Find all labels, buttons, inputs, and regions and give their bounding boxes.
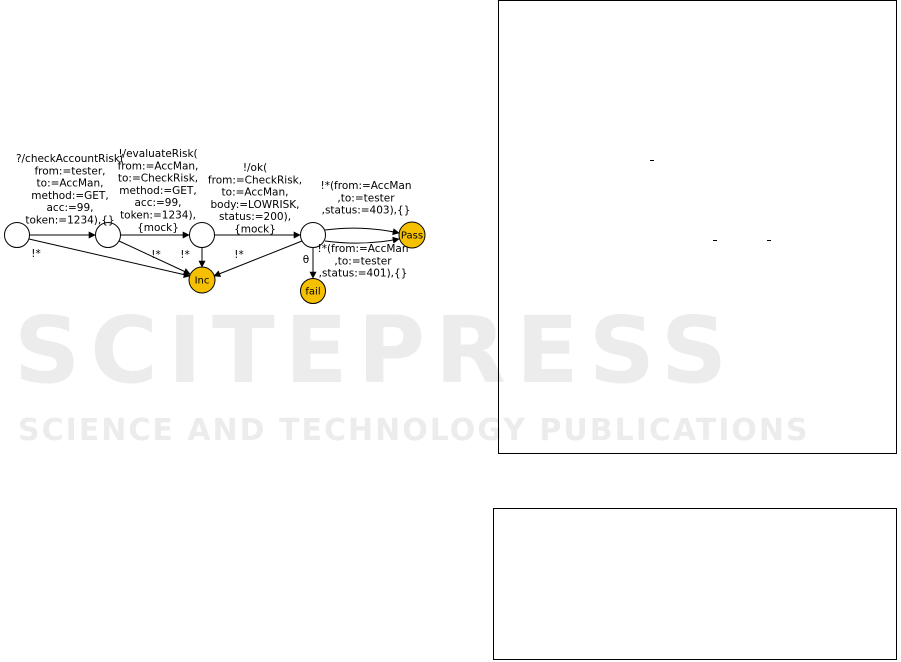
watermark-subtitle: SCIENCE AND TECHNOLOGY PUBLICATIONS	[18, 413, 810, 448]
transition-arrow-s3-pass	[324, 227, 400, 236]
underscore-mark	[767, 240, 771, 241]
state-node-s1	[95, 222, 121, 248]
transition-arrow-s3-inc	[213, 240, 303, 277]
transition-label-s1-s2: !/evaluateRisk(from:=AccMan,to:=CheckRis…	[118, 148, 199, 234]
transition-label-s3-inc: !*	[234, 249, 243, 261]
transition-label-s2-s3: !/ok(from:=CheckRisk,to:=AccMan,body:=LO…	[208, 162, 302, 236]
state-node-fail	[300, 278, 326, 304]
transition-label-s2-inc: !*	[180, 249, 189, 261]
underscore-mark	[650, 160, 654, 161]
bottom-right-frame	[493, 508, 897, 660]
transition-arrow-s1-inc	[118, 240, 191, 275]
state-label-inc: Inc	[195, 276, 210, 287]
transition-arrow-s0-inc	[28, 238, 191, 279]
labels-layer: ?/checkAccountRisk(from:=tester,to:=AccM…	[16, 148, 412, 280]
transition-label-s3-pass: !*(from:=AccMan,to:=tester,status:=401),…	[317, 243, 408, 280]
state-node-s0	[4, 222, 30, 248]
transition-label-s3-fail: θ	[303, 254, 309, 266]
top-right-frame	[498, 0, 897, 454]
state-node-s2	[189, 222, 215, 248]
transition-label-s3-pass: !*(from:=AccMan,to:=tester,status:=403),…	[320, 180, 411, 217]
transitions-layer	[28, 227, 400, 279]
watermark-title: SCITEPRESS	[14, 297, 737, 404]
transition-arrow-s3-pass	[324, 236, 400, 244]
state-node-inc	[188, 266, 216, 294]
transition-label-s1-inc: !*	[151, 249, 160, 261]
states-layer: Inc Pass fail	[4, 221, 426, 304]
underscore-mark	[713, 240, 717, 241]
transition-label-s0-s1: ?/checkAccountRisk(from:=tester,to:=AccM…	[16, 153, 124, 227]
transition-label-s0-inc: !*	[31, 248, 40, 260]
state-label-fail: fail	[305, 287, 320, 298]
state-node-pass	[398, 221, 426, 249]
state-node-s3	[300, 222, 326, 248]
state-label-pass: Pass	[401, 231, 423, 242]
